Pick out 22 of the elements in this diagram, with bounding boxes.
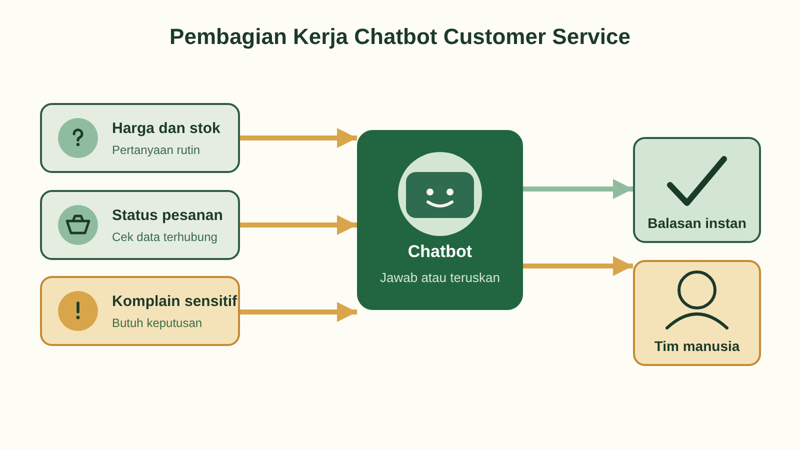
item-subtitle: Cek data terhubung bbox=[112, 230, 218, 244]
item-title: Status pesanan bbox=[112, 206, 223, 224]
item-subtitle: Butuh keputusan bbox=[112, 316, 204, 330]
arrow bbox=[523, 179, 633, 199]
item-card bbox=[40, 276, 240, 346]
outcome-label: Balasan instan bbox=[648, 215, 746, 231]
chatbot-subtitle: Jawab atau teruskan bbox=[380, 270, 500, 285]
arrow bbox=[523, 256, 633, 276]
diagram-title: Pembagian Kerja Chatbot Customer Service bbox=[168, 24, 632, 50]
outcome-card bbox=[633, 137, 761, 243]
item-card bbox=[40, 190, 240, 260]
item-card bbox=[40, 103, 240, 173]
chatbot-card bbox=[357, 130, 523, 310]
item-title: Komplain sensitif bbox=[112, 292, 238, 310]
arrow bbox=[240, 128, 357, 148]
item-subtitle: Pertanyaan rutin bbox=[112, 142, 202, 156]
chatbot-title: Chatbot bbox=[408, 242, 472, 262]
outcome-card bbox=[633, 260, 761, 366]
outcome-label: Tim manusia bbox=[654, 338, 740, 354]
arrow bbox=[240, 302, 357, 322]
arrow bbox=[240, 215, 357, 235]
item-title: Harga dan stok bbox=[112, 120, 220, 136]
